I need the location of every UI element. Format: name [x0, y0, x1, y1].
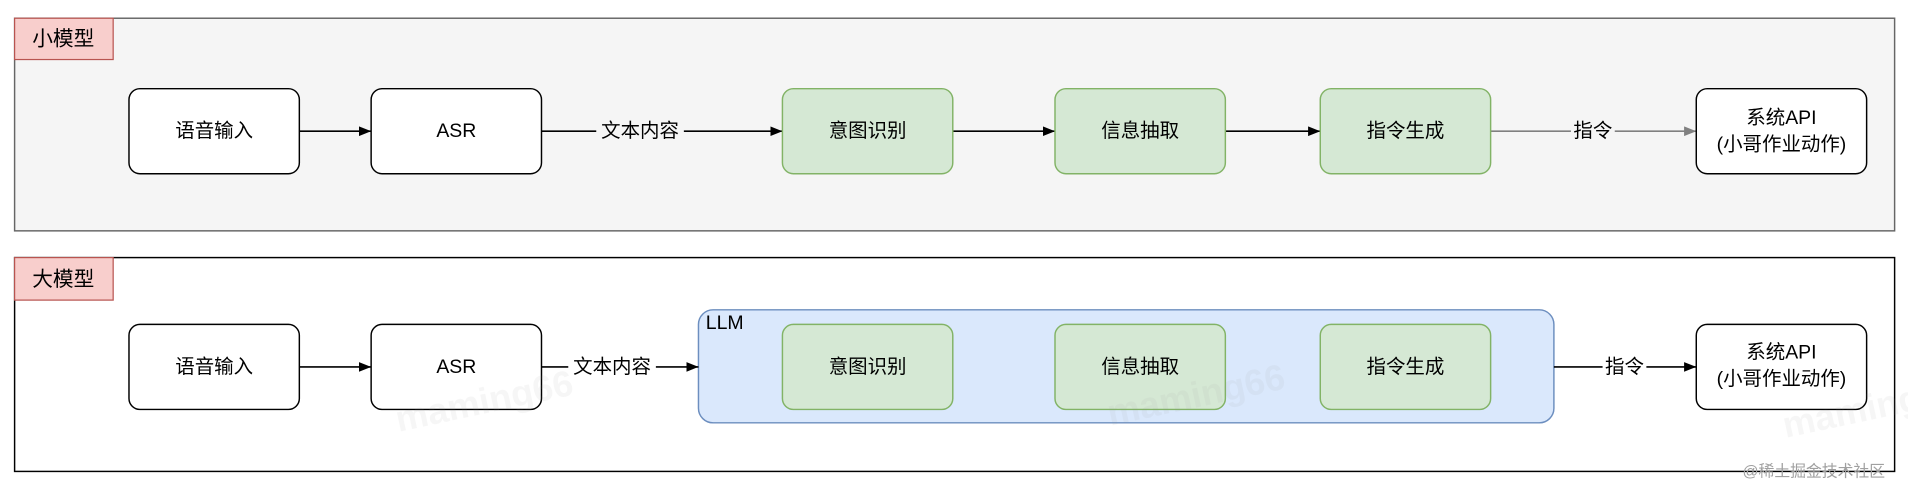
- node-voice-input-label: 语音输入: [175, 356, 253, 378]
- large-model-label: 大模型: [13, 256, 114, 301]
- node-extract: 信息抽取: [1054, 323, 1227, 411]
- node-intent-box: [781, 87, 954, 175]
- edge-label-command: 指令: [1605, 356, 1644, 378]
- node-extract-label: 信息抽取: [1101, 120, 1179, 142]
- large-model-label-box: [13, 256, 114, 301]
- edge-asr-to-llm: 文本内容: [541, 354, 699, 380]
- large-model-label-text: 大模型: [32, 268, 94, 291]
- node-extract: 信息抽取: [1054, 87, 1227, 175]
- node-system-api: 系统API (小哥作业动作): [1695, 323, 1868, 411]
- node-command-gen-box: [1319, 323, 1492, 411]
- small-model-label-text: 小模型: [32, 27, 94, 50]
- node-extract-box: [1054, 323, 1227, 411]
- node-system-api-box: [1695, 323, 1868, 411]
- node-system-api-label-line1: 系统API: [1746, 107, 1816, 129]
- node-asr: ASR: [370, 323, 543, 411]
- node-system-api-label-line2: (小哥作业动作): [1717, 134, 1847, 156]
- edge-label-text-content: 文本内容: [601, 120, 679, 142]
- node-intent: 意图识别: [781, 323, 954, 411]
- node-voice-input-label: 语音输入: [175, 120, 253, 142]
- small-model-panel: 小模型 文本内容 指令 语音输入 ASR 意图识别: [13, 17, 1896, 232]
- node-voice-input-box: [128, 87, 301, 175]
- edge-command-gen-to-system-api: 指令: [1490, 119, 1697, 144]
- node-intent-label: 意图识别: [829, 356, 907, 378]
- node-voice-input: 语音输入: [128, 323, 301, 411]
- edge-label-text-content: 文本内容: [573, 356, 651, 378]
- edge-label-bg: [596, 119, 684, 144]
- edge-label-bg: [568, 354, 656, 380]
- node-system-api-box: [1695, 87, 1868, 175]
- node-voice-input-box: [128, 323, 301, 411]
- edge-label-bg: [1602, 354, 1647, 380]
- node-asr-label: ASR: [436, 356, 476, 378]
- watermark-site: @稀土掘金技术社区: [1743, 462, 1886, 480]
- node-asr-box: [370, 323, 543, 411]
- node-system-api-label-line1: 系统API: [1746, 341, 1816, 363]
- node-command-gen: 指令生成: [1319, 87, 1492, 175]
- small-model-label: 小模型: [13, 17, 114, 61]
- node-extract-box: [1054, 87, 1227, 175]
- node-system-api: 系统API (小哥作业动作): [1695, 87, 1868, 175]
- large-model-panel: 大模型 LLM 文本内容 指令 语音输入 ASR: [13, 256, 1896, 473]
- node-asr: ASR: [370, 87, 543, 175]
- edge-asr-to-intent: 文本内容: [541, 119, 783, 144]
- node-extract-label: 信息抽取: [1101, 356, 1179, 378]
- node-asr-box: [370, 87, 543, 175]
- node-voice-input: 语音输入: [128, 87, 301, 175]
- llm-container-label: LLM: [706, 312, 744, 334]
- node-command-gen-box: [1319, 87, 1492, 175]
- edge-label-bg: [1570, 119, 1615, 144]
- node-system-api-label-line2: (小哥作业动作): [1717, 368, 1847, 390]
- node-intent: 意图识别: [781, 87, 954, 175]
- node-command-gen: 指令生成: [1319, 323, 1492, 411]
- node-command-gen-label: 指令生成: [1367, 356, 1445, 378]
- edge-label-command: 指令: [1573, 120, 1612, 142]
- node-asr-label: ASR: [436, 120, 476, 142]
- edge-llm-to-system-api: 指令: [1553, 354, 1697, 380]
- node-intent-label: 意图识别: [829, 120, 907, 142]
- node-intent-box: [781, 323, 954, 411]
- small-model-label-box: [13, 17, 114, 61]
- node-command-gen-label: 指令生成: [1367, 120, 1445, 142]
